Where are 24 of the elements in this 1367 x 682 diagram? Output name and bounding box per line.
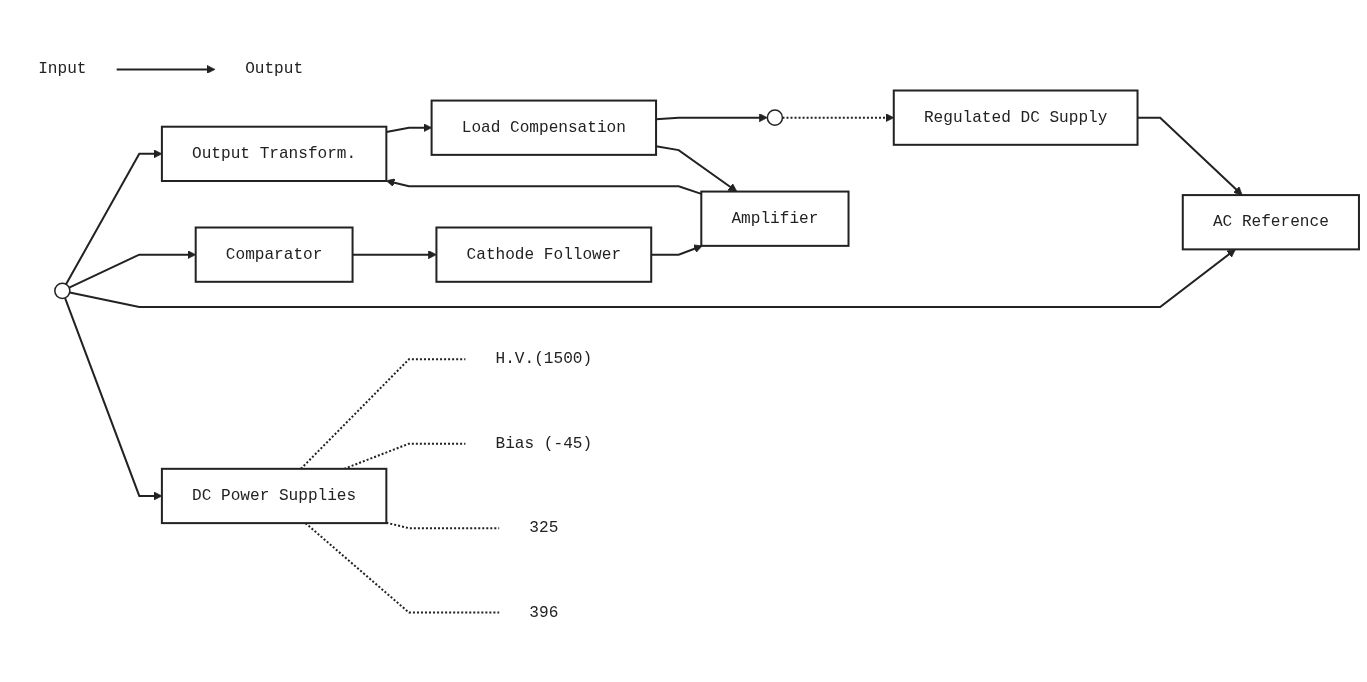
node-box: Cathode Follower xyxy=(435,226,653,283)
node-text: H.V.(1500) xyxy=(495,350,593,369)
node-box: DC Power Supplies xyxy=(160,467,388,525)
node-box: Comparator xyxy=(194,226,354,283)
arrow xyxy=(116,64,216,74)
node-text: 396 xyxy=(529,603,559,622)
arrow xyxy=(386,123,432,134)
node-text: Output xyxy=(245,60,304,79)
connector xyxy=(386,521,500,530)
node-box: Load Compensation xyxy=(430,99,658,156)
node-text: Bias (-45) xyxy=(495,434,593,453)
node-text: Input xyxy=(38,60,87,79)
node-box: Regulated DC Supply xyxy=(892,89,1139,146)
node-circle xyxy=(54,282,71,300)
node-box: AC Reference xyxy=(1181,194,1360,251)
arrow xyxy=(385,178,702,195)
node-text: 325 xyxy=(529,519,559,538)
node-box: Amplifier xyxy=(700,190,850,247)
node-circle xyxy=(766,109,784,126)
arrow xyxy=(1137,116,1243,196)
arrow xyxy=(69,248,1236,308)
arrow xyxy=(651,244,703,256)
arrow xyxy=(352,250,437,260)
node-box: Output Transform. xyxy=(160,125,388,182)
